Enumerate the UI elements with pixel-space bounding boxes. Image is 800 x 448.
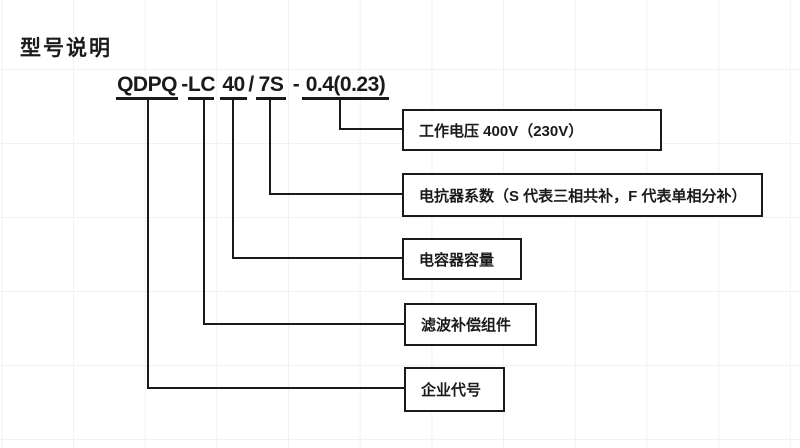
- connector-enterprise-code: [147, 99, 405, 389]
- connector-filter-component: [203, 99, 405, 325]
- callout-box-working-voltage: 工作电压 400V（230V）: [402, 109, 662, 151]
- model-prefix: QDPQ: [116, 72, 178, 100]
- callout-label-enterprise-code: 企业代号: [421, 382, 482, 399]
- connector-capacitor-capacity: [232, 99, 403, 259]
- model-capacity-code: 40: [220, 72, 247, 100]
- model-reactor-code: 7S: [256, 72, 286, 100]
- callout-label-reactor-coefficient: 电抗器系数（S 代表三相共补，F 代表单相分补）: [419, 187, 747, 205]
- page-title: 型号说明: [20, 37, 112, 60]
- model-separator-2: -: [292, 73, 300, 96]
- callout-box-capacitor-capacity: 电容器容量: [402, 238, 522, 280]
- callout-label-working-voltage: 工作电压 400V（230V）: [419, 122, 584, 140]
- model-separator-1: -: [181, 73, 188, 96]
- callout-box-filter-component: 滤波补偿组件: [404, 303, 537, 346]
- connector-working-voltage: [339, 99, 403, 130]
- callout-box-enterprise-code: 企业代号: [404, 367, 505, 412]
- model-slash: /: [248, 73, 254, 96]
- model-filter-code: LC: [188, 72, 216, 100]
- connector-reactor-coefficient: [269, 99, 403, 195]
- callout-box-reactor-coefficient: 电抗器系数（S 代表三相共补，F 代表单相分补）: [402, 173, 763, 217]
- callout-label-capacitor-capacity: 电容器容量: [419, 251, 495, 269]
- callout-label-filter-component: 滤波补偿组件: [421, 317, 512, 334]
- model-voltage-code: 0.4(0.23): [302, 72, 389, 100]
